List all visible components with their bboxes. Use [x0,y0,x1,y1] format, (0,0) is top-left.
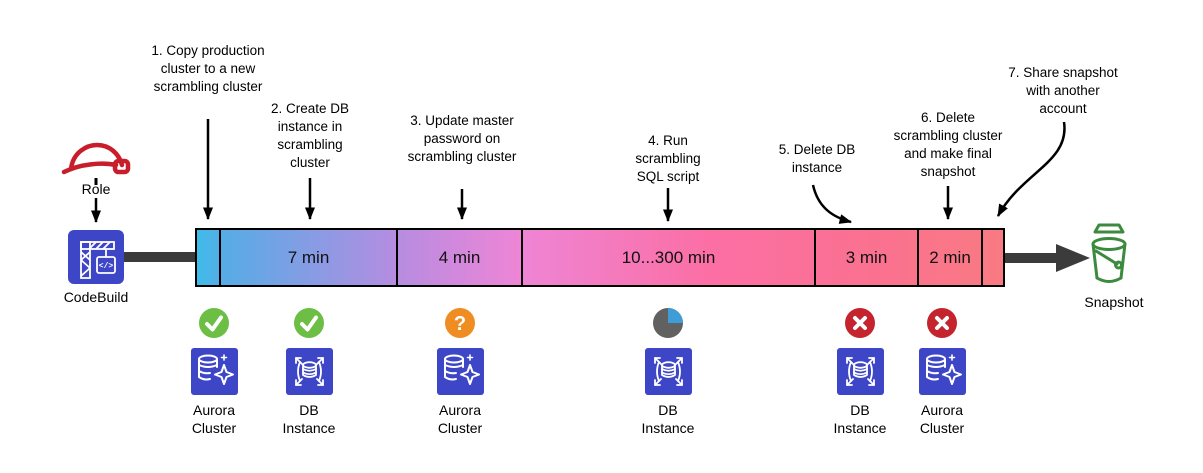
in-progress-pie-icon [653,308,683,338]
segment-label: 7 min [287,247,330,267]
db-instance-icon [644,348,692,395]
db-instance-icon [285,348,333,395]
codebuild-icon: </> [68,230,124,284]
timeline-segment-7min: 7 min [219,230,396,285]
step-column-4: DB Instance [628,308,708,437]
step-resource-label: Aurora Cluster [919,402,965,436]
segment-label: 2 min [929,247,971,267]
annotation-step-1: 1. Copy production cluster to a new scra… [151,43,265,94]
step-resource-label: DB Instance [833,402,887,436]
db-instance-icon [836,348,884,395]
step-column-5: DB Instance [820,308,900,437]
role-label: Role [81,181,111,197]
annotation-step-6: 6. Delete scrambling cluster and make fi… [893,110,1003,179]
aurora-cluster-icon [436,348,484,395]
annotation-step-4: 4. Run scrambling SQL script [635,133,701,184]
step-column-2: DB Instance [269,308,349,437]
snapshot-bucket-icon [1091,223,1127,283]
aurora-cluster-icon [190,348,238,395]
segment-label: 4 min [438,247,481,267]
deleted-x-icon [845,308,875,338]
timeline-segment-share [981,230,1003,285]
success-check-icon [294,308,324,338]
timeline-bar: 7 min 4 min 10...300 min 3 min 2 min [195,228,1005,287]
annotation-step-2: 2. Create DB instance in scrambling clus… [270,101,350,170]
timeline-segment-copy [197,230,219,285]
svg-text:</>: </> [99,262,114,271]
annotation-step-7: 7. Share snapshot with another account [1008,65,1118,116]
annotation-step-5: 5. Delete DB instance [778,142,856,175]
aurora-cluster-icon [918,348,966,395]
annotation-step-3: 3. Update master password on scrambling … [407,113,517,164]
step-resource-label: DB Instance [282,402,336,436]
timeline-segment-3min: 3 min [814,230,917,285]
question-icon: ? [445,308,475,338]
step-column-6: Aurora Cluster [902,308,982,437]
step-resource-label: Aurora Cluster [437,402,483,436]
step-column-1: Aurora Cluster [174,308,254,437]
timeline-segment-4min: 4 min [396,230,521,285]
timeline-segment-2min: 2 min [917,230,981,285]
deleted-x-icon [927,308,957,338]
role-hard-hat-icon [61,142,131,185]
success-check-icon [199,308,229,338]
segment-label: 10...300 min [621,247,716,267]
svg-text:?: ? [454,313,466,335]
snapshot-label: Snapshot [1084,294,1144,310]
codebuild-label: CodeBuild [63,289,129,305]
timeline-segment-10-300min: 10...300 min [521,230,814,285]
step-column-3: ? Aurora Cluster [420,308,500,437]
connector-arrowhead [1056,244,1090,272]
step5-arrow [811,184,852,224]
step-resource-label: Aurora Cluster [191,402,237,436]
segment-label: 3 min [845,247,888,267]
step-resource-label: DB Instance [641,402,695,436]
